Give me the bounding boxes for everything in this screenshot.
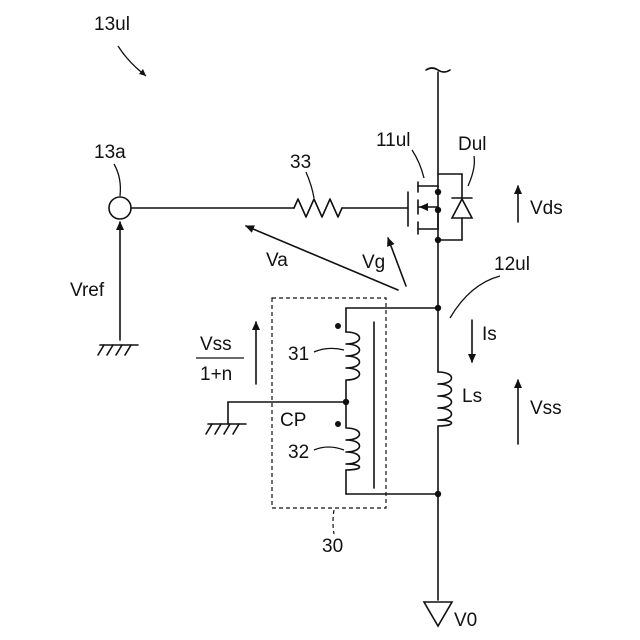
vss-fraction-denominator: 1+n xyxy=(200,364,232,385)
junction-source xyxy=(435,237,441,243)
resistor-label: 33 xyxy=(290,152,311,173)
inductor-ls xyxy=(438,372,452,426)
va-label: Va xyxy=(266,250,288,271)
input-terminal-leader xyxy=(114,164,120,196)
vds-label: Vds xyxy=(530,198,563,219)
diode-label: Dul xyxy=(458,134,487,155)
diode-leader xyxy=(468,156,474,186)
transistor-label: 11ul xyxy=(376,130,411,151)
transformer-leader xyxy=(333,510,334,534)
node-label: 12ul xyxy=(494,254,530,275)
resistor-33 xyxy=(294,199,342,217)
transformer-label: 30 xyxy=(322,536,343,557)
vss-label: Vss xyxy=(530,398,562,419)
coil-lower-leader xyxy=(314,447,344,450)
v0-ground-symbol xyxy=(424,602,452,626)
node-leader xyxy=(450,276,500,318)
transformer-outline xyxy=(272,298,386,508)
vss-fraction-numerator: Vss xyxy=(200,334,232,355)
vg-label: Vg xyxy=(362,252,385,273)
transistor-leader xyxy=(412,150,424,178)
figure-reference-arrowhead xyxy=(139,69,146,76)
center-tap-label: CP xyxy=(280,410,306,431)
coil-lower-label: 32 xyxy=(288,442,309,463)
mosfet-body-arrow xyxy=(419,203,428,211)
coil-32 xyxy=(346,402,360,470)
coil-31 xyxy=(346,332,360,402)
coil-upper-leader xyxy=(314,348,344,352)
input-terminal-circle xyxy=(109,197,131,219)
coil-31-dot xyxy=(335,323,341,329)
vref-label: Vref xyxy=(70,280,105,301)
figure-reference-label: 13ul xyxy=(94,14,130,35)
diode-triangle xyxy=(452,199,472,218)
junction-body xyxy=(435,207,441,213)
coil-32-dot xyxy=(335,421,341,427)
inductor-label: Ls xyxy=(462,386,482,407)
junction-drain xyxy=(435,189,441,195)
vref-ground-hatch xyxy=(98,345,131,355)
resistor-leader xyxy=(306,172,314,198)
v0-label: V0 xyxy=(454,610,477,631)
vg-arrow xyxy=(388,238,406,286)
is-label: Is xyxy=(482,324,497,345)
input-terminal-label: 13a xyxy=(94,142,126,163)
coil-upper-label: 31 xyxy=(288,344,309,365)
center-tap-ground-hatch xyxy=(206,424,239,434)
